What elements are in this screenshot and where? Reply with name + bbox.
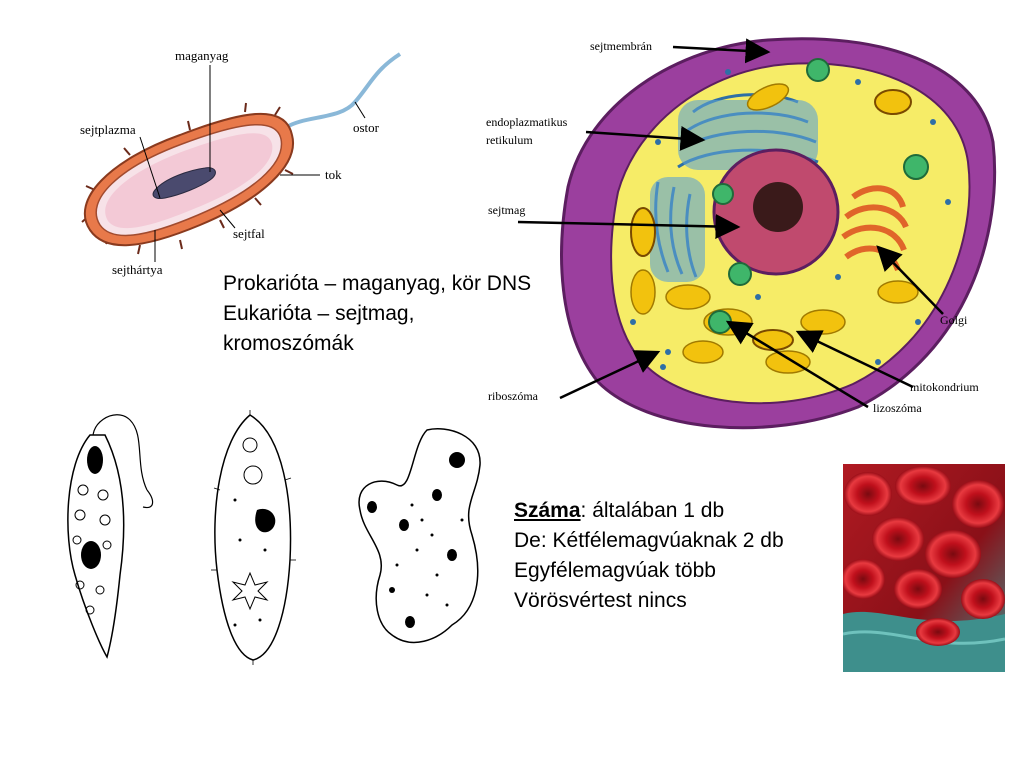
amoeba-drawing (358, 428, 481, 644)
label-er-line1: endoplazmatikus (486, 115, 568, 129)
text-line-count: Száma: általában 1 db (514, 496, 784, 526)
mitochondrion (874, 89, 912, 115)
label-membrane: sejthártya (112, 262, 163, 277)
lysosome (712, 183, 734, 205)
text-line-prokaryote: Prokarióta – maganyag, kör DNS (223, 272, 532, 295)
label-mitochondrion: mitokondrium (910, 380, 979, 394)
nucleolus (753, 182, 803, 232)
lysosome (903, 154, 929, 180)
label-ribosome: riboszóma (488, 389, 539, 403)
label-cell-wall: sejtfal (233, 226, 265, 241)
label-flagellum: ostor (353, 120, 380, 135)
prokaryote-diagram: maganyag sejtplazma ostor tok sejtfal se… (80, 48, 402, 277)
label-nucleoid: maganyag (175, 48, 229, 63)
label-capsule: tok (325, 167, 342, 182)
paramecium-drawing (211, 410, 296, 665)
text-line-two-nuclei: De: Kétfélemagvúaknak 2 db (514, 529, 784, 552)
text-line-many-nuclei: Egyfélemagvúak több (514, 559, 716, 582)
euglena-drawing (67, 414, 154, 659)
lysosome (728, 262, 752, 286)
text-line-rbc: Vörösvértest nincs (514, 589, 687, 612)
label-er-line2: retikulum (486, 133, 533, 147)
count-value: : általában 1 db (580, 499, 725, 522)
red-blood-cells-photo (843, 464, 1005, 672)
text-line-chromosomes: kromoszómák (223, 332, 354, 355)
label-cytoplasm: sejtplazma (80, 122, 136, 137)
lysosome (708, 310, 732, 334)
prokaryote-eukaryote-text: Prokarióta – maganyag, kör DNS Eukarióta… (223, 269, 531, 359)
label-membrane: sejtmembrán (590, 39, 652, 53)
label-golgi: Golgi (940, 313, 968, 327)
nucleus-count-text: Száma: általában 1 db De: Kétfélemagvúak… (514, 496, 784, 616)
label-lysosome: lizoszóma (873, 401, 922, 415)
lysosome (806, 58, 830, 82)
count-label: Száma (514, 499, 581, 522)
eukaryote-diagram: sejtmembrán endoplazmatikus retikulum se… (478, 22, 1002, 432)
flagellum (283, 52, 402, 130)
label-nucleus: sejtmag (488, 203, 525, 217)
mitochondrion (630, 207, 656, 257)
nucleoid (152, 167, 216, 199)
text-line-eukaryote: Eukarióta – sejtmag, (223, 302, 415, 325)
